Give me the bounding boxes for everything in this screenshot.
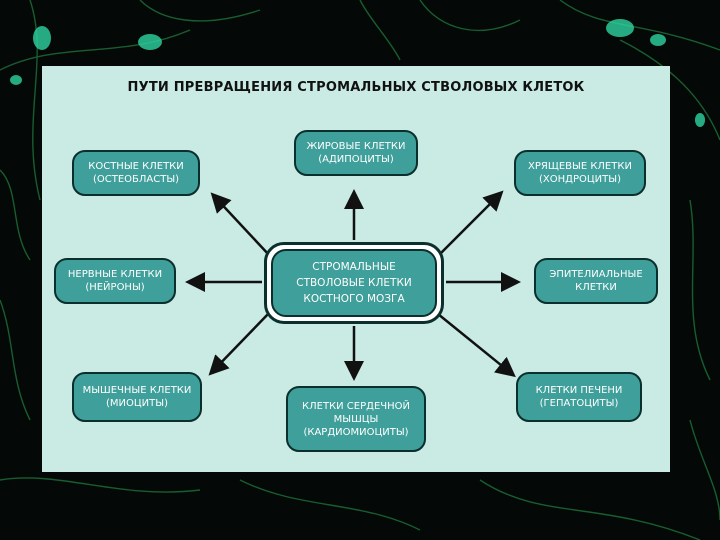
node-nerve-cells: НЕРВНЫЕ КЛЕТКИ (НЕЙРОНЫ) xyxy=(54,258,176,304)
node-liver-cells: КЛЕТКИ ПЕЧЕНИ (ГЕПАТОЦИТЫ) xyxy=(516,372,642,422)
node-fat-cells: ЖИРОВЫЕ КЛЕТКИ (АДИПОЦИТЫ) xyxy=(294,130,418,176)
center-stromal-stem-cells: СТРОМАЛЬНЫЕ СТВОЛОВЫЕ КЛЕТКИ КОСТНОГО МО… xyxy=(264,242,444,324)
arrow-to-muscle xyxy=(208,311,271,376)
node-heart-muscle-cells: КЛЕТКИ СЕРДЕЧНОЙ МЫШЦЫ (КАРДИОМИОЦИТЫ) xyxy=(286,386,426,452)
arrow-to-cartilage xyxy=(437,190,504,257)
diagram-panel: ПУТИ ПРЕВРАЩЕНИЯ СТРОМАЛЬНЫХ СТВОЛОВЫХ К… xyxy=(42,66,670,472)
center-label: СТРОМАЛЬНЫЕ СТВОЛОВЫЕ КЛЕТКИ КОСТНОГО МО… xyxy=(271,249,437,317)
node-bone-cells: КОСТНЫЕ КЛЕТКИ (ОСТЕОБЛАСТЫ) xyxy=(72,150,200,196)
arrows-layer xyxy=(185,189,521,381)
node-cartilage-cells: ХРЯЩЕВЫЕ КЛЕТКИ (ХОНДРОЦИТЫ) xyxy=(514,150,646,196)
arrow-to-bone xyxy=(210,192,271,257)
diagram-title: ПУТИ ПРЕВРАЩЕНИЯ СТРОМАЛЬНЫХ СТВОЛОВЫХ К… xyxy=(127,80,585,95)
node-muscle-cells: МЫШЕЧНЫЕ КЛЕТКИ (МИОЦИТЫ) xyxy=(72,372,202,422)
node-epithelial-cells: ЭПИТЕЛИАЛЬНЫЕ КЛЕТКИ xyxy=(534,258,658,304)
arrow-to-liver xyxy=(437,313,516,378)
